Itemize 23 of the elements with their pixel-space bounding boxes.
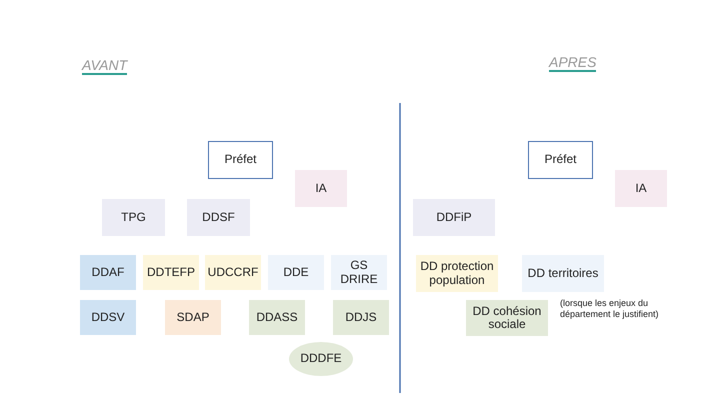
agency-box: DDTEFP xyxy=(143,255,199,290)
section-heading: AVANT xyxy=(82,58,128,76)
agency-box: IA xyxy=(615,170,667,207)
agency-ellipse: DDDFE xyxy=(289,342,353,376)
official-box: Préfet xyxy=(208,141,273,179)
official-box: Préfet xyxy=(528,141,593,179)
agency-box: UDCCRF xyxy=(205,255,261,290)
agency-box: DDAF xyxy=(80,255,136,290)
agency-box: DDSF xyxy=(187,199,250,236)
agency-box: DDE xyxy=(268,255,324,290)
section-heading: APRES xyxy=(549,55,596,72)
agency-box: DDSV xyxy=(80,300,136,335)
agency-box: SDAP xyxy=(165,300,221,335)
agency-box: DDFiP xyxy=(413,199,495,236)
agency-box: TPG xyxy=(102,199,165,236)
agency-box: DD cohésion sociale xyxy=(466,300,548,336)
agency-box: IA xyxy=(295,170,347,207)
agency-box: DDASS xyxy=(249,300,305,335)
agency-box: DDJS xyxy=(333,300,389,335)
agency-box: DD territoires xyxy=(522,255,604,292)
note-text: (lorsque les enjeux du département le justifient) xyxy=(560,298,660,320)
agency-box: GS DRIRE xyxy=(331,255,387,290)
agency-box: DD protection population xyxy=(416,255,498,292)
